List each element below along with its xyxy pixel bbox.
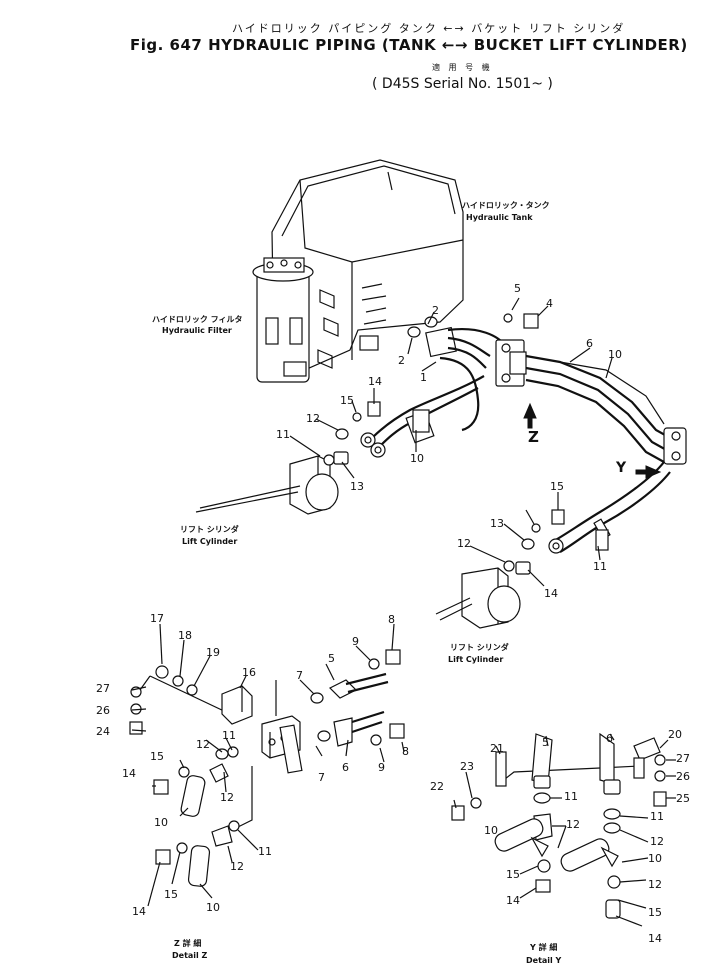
callout: 11 — [276, 428, 290, 441]
callout: 12 — [566, 818, 580, 831]
callout: 24 — [96, 725, 110, 738]
callout: 2 — [398, 354, 405, 367]
callout: 15 — [150, 750, 164, 763]
callout: 10 — [608, 348, 622, 361]
callout: 18 — [178, 629, 192, 642]
detail-z-label: Detail Z — [172, 951, 208, 960]
callout: 14 — [122, 767, 136, 780]
callout: 11 — [650, 810, 664, 823]
leader-lines-detail-z — [131, 623, 405, 907]
callout: 11 — [593, 560, 607, 573]
callout: 11 — [222, 729, 236, 742]
callout: 27 — [676, 752, 690, 765]
callout: 26 — [676, 770, 690, 783]
callout: 23 — [460, 760, 474, 773]
callout: 15 — [648, 906, 662, 919]
callout: 6 — [606, 732, 613, 745]
tank-label-jp: ハイドロリック・タンク — [462, 200, 550, 210]
callout: 27 — [96, 682, 110, 695]
callout: 17 — [150, 612, 164, 625]
callout: 13 — [350, 480, 364, 493]
detail-z-label-jp: Z 詳 細 — [174, 938, 201, 948]
callout: 10 — [410, 452, 424, 465]
filter-label: Hydraulic Filter — [162, 326, 232, 335]
callout: 26 — [96, 704, 110, 717]
leader-lines-main — [289, 297, 613, 587]
callout: 9 — [352, 635, 359, 648]
callout: 14 — [368, 375, 382, 388]
callout: 4 — [546, 297, 553, 310]
callout: 12 — [457, 537, 471, 550]
callout: 10 — [484, 824, 498, 837]
callout: 14 — [506, 894, 520, 907]
callout: 15 — [164, 888, 178, 901]
detail-z-drawing — [129, 649, 405, 887]
hydraulic-tank — [271, 159, 464, 373]
callout: 2 — [432, 304, 439, 317]
callout: 8 — [402, 745, 409, 758]
callout: 6 — [586, 337, 593, 350]
callouts-detail-z: 5 6 7 7 8 8 9 9 10 10 11 11 12 12 12 14 … — [96, 612, 409, 918]
view-z-label: Z — [528, 428, 539, 446]
title-japanese: ハイドロリック パイピング タンク ←→ バケット リフト シリンダ — [232, 22, 626, 35]
callouts-detail-y: 5 6 10 10 11 11 12 12 12 14 14 15 15 20 … — [430, 728, 690, 945]
callout: 11 — [258, 845, 272, 858]
callout: 12 — [230, 860, 244, 873]
callout: 10 — [648, 852, 662, 865]
callout: 21 — [490, 742, 504, 755]
callout: 5 — [542, 736, 549, 749]
callout: 14 — [132, 905, 146, 918]
callout: 16 — [242, 666, 256, 679]
lift-cylinder-label-2: Lift Cylinder — [448, 655, 503, 664]
callout: 6 — [342, 761, 349, 774]
callout: 14 — [544, 587, 558, 600]
callout: 19 — [206, 646, 220, 659]
filter-label-jp: ハイドロリック フィルタ — [152, 314, 242, 324]
callout: 5 — [514, 282, 521, 295]
applicability-label: 適 用 号 機 — [432, 63, 493, 72]
callout: 12 — [648, 878, 662, 891]
callout: 10 — [206, 901, 220, 914]
callout: 15 — [506, 868, 520, 881]
callout: 25 — [676, 792, 690, 805]
figure-title: Fig. 647 HYDRAULIC PIPING (TANK ←→ BUCKE… — [130, 36, 688, 54]
lift-cylinder-label-jp: リフト シリンダ — [180, 524, 239, 534]
callouts-main: 1 2 2 4 5 6 10 10 11 11 12 12 13 13 14 1… — [276, 282, 622, 600]
lift-cylinder-label-jp-2: リフト シリンダ — [450, 642, 509, 652]
callout: 22 — [430, 780, 444, 793]
detail-y-label-jp: Y 詳 細 — [529, 942, 557, 952]
small-parts-main — [323, 313, 609, 575]
callout: 12 — [306, 412, 320, 425]
callout: 12 — [650, 835, 664, 848]
callout: 15 — [340, 394, 354, 407]
tank-label: Hydraulic Tank — [466, 213, 533, 222]
leader-lines-detail-y — [453, 733, 676, 927]
callout: 13 — [490, 517, 504, 530]
lift-cylinder-right — [435, 567, 521, 629]
detail-y-label: Detail Y — [526, 956, 562, 965]
callout: 11 — [564, 790, 578, 803]
callout: 14 — [648, 932, 662, 945]
callout: 5 — [328, 652, 335, 665]
lift-cylinder-left — [195, 455, 339, 515]
callout: 15 — [550, 480, 564, 493]
callout: 10 — [154, 816, 168, 829]
callout: 8 — [388, 613, 395, 626]
callout: 12 — [196, 738, 210, 751]
callout: 7 — [318, 771, 325, 784]
serial-number: ( D45S Serial No. 1501~ ) — [372, 76, 553, 92]
hydraulic-filter — [252, 257, 387, 383]
view-y-label: Y — [615, 460, 627, 476]
piping-main — [360, 316, 687, 554]
callout: 1 — [420, 371, 427, 384]
lift-cylinder-label: Lift Cylinder — [182, 537, 237, 546]
detail-y-drawing — [451, 732, 667, 919]
callout: 12 — [220, 791, 234, 804]
callout: 7 — [296, 669, 303, 682]
callout: 20 — [668, 728, 682, 741]
callout: 9 — [378, 761, 385, 774]
